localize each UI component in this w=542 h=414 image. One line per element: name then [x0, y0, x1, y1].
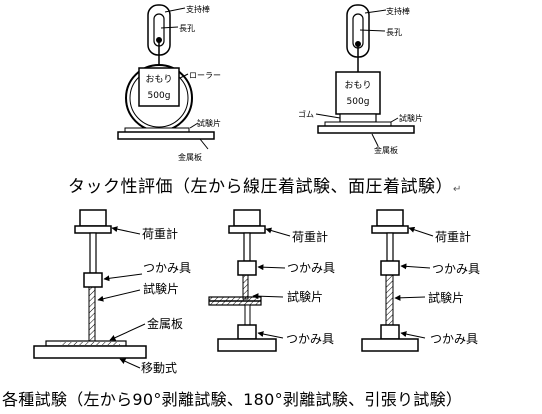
- test-piece-label: 試験片: [399, 113, 423, 123]
- weight-value: 500g: [148, 91, 171, 101]
- grip: [83, 272, 103, 288]
- weight-label: おもり: [344, 80, 371, 91]
- moving-stage-label: 移動式: [141, 361, 177, 375]
- weight-label: おもり: [145, 74, 172, 85]
- surface-pressure-tack-apparatus: おもり 500g 支持棒 長孔 ゴム 試験片 金属板: [298, 4, 423, 155]
- support-rod-label: 支持棒: [386, 6, 410, 16]
- weight-value: 500g: [347, 97, 370, 107]
- load-meter-label: 荷重計: [292, 229, 328, 244]
- grip-top: [237, 260, 257, 276]
- weight-block: [138, 67, 180, 107]
- tensile-apparatus: 荷重計 つかみ具 試験片 つかみ具: [361, 209, 480, 352]
- grip-bottom: [380, 324, 400, 340]
- test-piece-label: 試験片: [197, 118, 221, 128]
- metal-plate-label: 金属板: [374, 145, 398, 155]
- grip-bottom: [237, 324, 257, 340]
- grip-top: [380, 260, 400, 276]
- weight-block: [335, 71, 381, 115]
- grip-top-label: つかみ具: [287, 261, 335, 275]
- grip-label: つかみ具: [143, 261, 191, 275]
- test-piece: [385, 274, 394, 326]
- metal-plate-label: 金属板: [178, 152, 202, 162]
- test-piece: [88, 286, 96, 344]
- paragraph-mark-icon: ↵: [453, 184, 462, 195]
- test-piece-label: 試験片: [143, 281, 179, 296]
- rubber-pad: [339, 113, 377, 123]
- long-hole-label: 長孔: [386, 28, 402, 37]
- load-meter-label: 荷重計: [142, 226, 178, 241]
- peel-90-apparatus: 荷重計 つかみ具 試験片 金属板 移動式: [33, 209, 191, 375]
- metal-plate: [317, 125, 415, 134]
- rubber-label: ゴム: [298, 109, 314, 119]
- load-meter-label: 荷重計: [435, 229, 471, 244]
- grip-bottom-label: つかみ具: [286, 332, 334, 346]
- line-pressure-tack-apparatus: おもり 500g 支持棒 長孔 ローラー 試験片 金属板: [117, 4, 221, 162]
- moving-stage: [33, 345, 147, 359]
- grip-top-label: つかみ具: [432, 262, 480, 276]
- test-piece: [242, 274, 249, 300]
- test-piece-label: 試験片: [428, 290, 464, 305]
- long-hole-label: 長孔: [179, 24, 195, 33]
- tests-caption: 各種試験（左から90°剥離試験、180°剥離試験、引張り試験）: [2, 390, 463, 409]
- metal-plate-label: 金属板: [147, 316, 183, 331]
- support-rod-label: 支持棒: [186, 4, 210, 14]
- grip-bottom-label: つかみ具: [430, 332, 478, 346]
- peel-180-apparatus: 荷重計 つかみ具 試験片 つかみ具: [208, 209, 335, 352]
- roller-label: ローラー: [189, 71, 221, 80]
- metal-plate: [117, 131, 215, 140]
- load-meter: [233, 209, 261, 227]
- load-meter: [79, 209, 107, 227]
- load-meter: [376, 209, 404, 227]
- tack-evaluation-caption: タック性評価（左から線圧着試験、面圧着試験）↵: [68, 172, 462, 197]
- tack-caption-text: タック性評価（左から線圧着試験、面圧着試験）: [68, 177, 453, 197]
- test-piece-label: 試験片: [287, 289, 323, 304]
